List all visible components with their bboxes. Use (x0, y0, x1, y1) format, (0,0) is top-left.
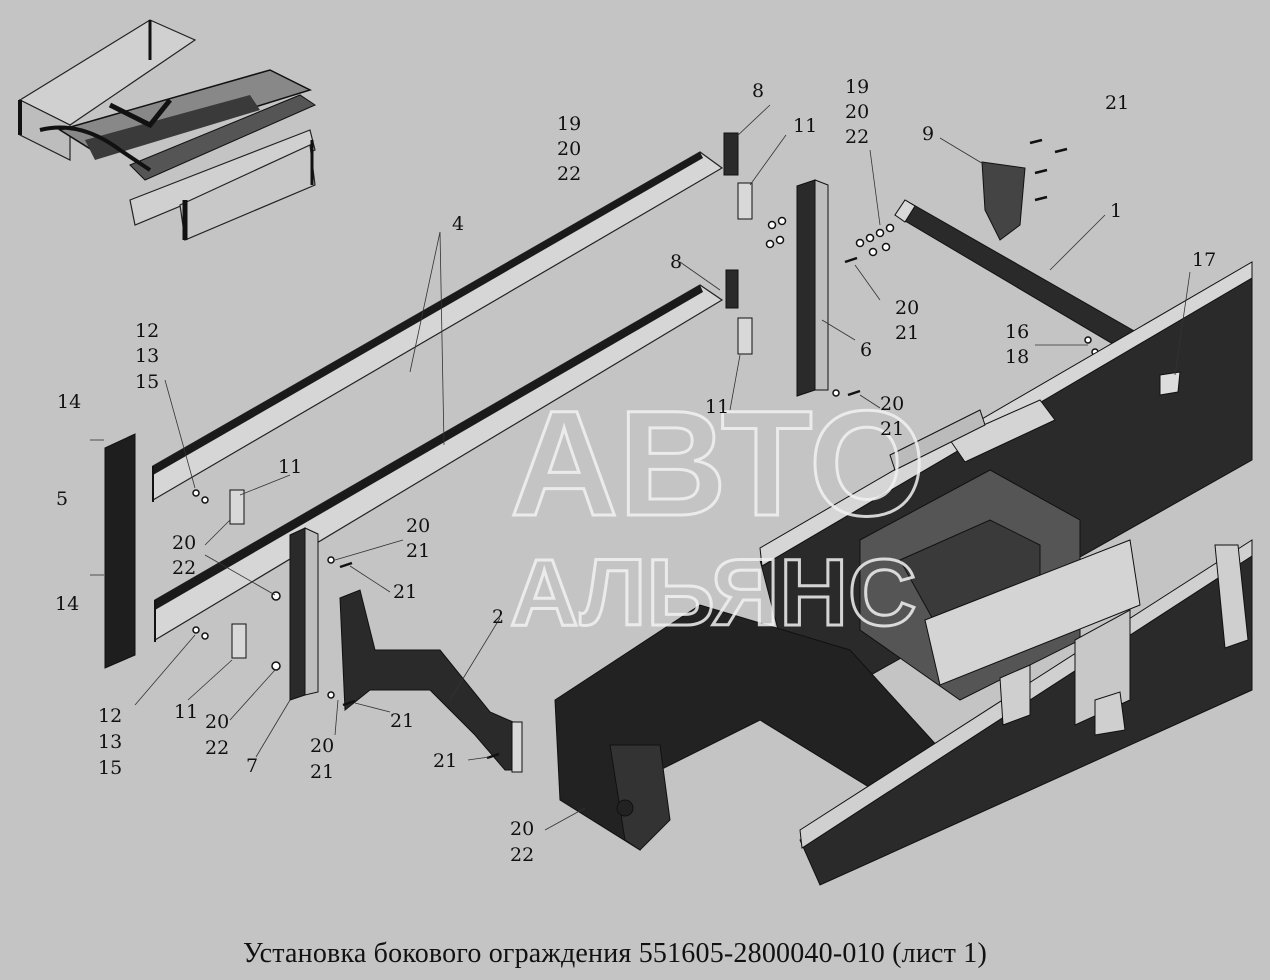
callout-16: 16 (1005, 321, 1029, 343)
callout-14-bottom: 14 (55, 593, 79, 615)
callout-20-post-bolt: 20 (895, 297, 919, 319)
leader-lines (90, 104, 1191, 831)
callout-21-arm-end: 21 (433, 750, 457, 772)
callout-6: 6 (860, 339, 872, 361)
bracket-9 (981, 161, 1026, 241)
callout-8-top: 8 (752, 80, 764, 102)
callout-18: 18 (1005, 346, 1029, 368)
callout-11-mid: 11 (705, 396, 729, 418)
callout-11-bottom: 11 (174, 701, 198, 723)
diagram-caption: Установка бокового ограждения 551605-280… (242, 938, 988, 969)
watermark-line2: АЛЬЯНС (510, 540, 917, 646)
callout-19-post: 19 (845, 76, 869, 98)
vertical-post-6 (796, 179, 829, 397)
callout-labels: 8 11 19 20 22 19 20 22 21 9 1 4 8 17 20 … (55, 76, 1216, 866)
small-brackets (229, 182, 753, 659)
callout-4: 4 (452, 213, 464, 235)
callout-13-bottom: 13 (98, 731, 122, 753)
vertical-post-7 (289, 527, 319, 701)
callout-8-lower: 8 (670, 251, 682, 273)
callout-14-top: 14 (57, 391, 81, 413)
callout-20-frame: 20 (510, 818, 534, 840)
callout-15-top: 15 (135, 371, 159, 393)
callout-13-top: 13 (135, 345, 159, 367)
callout-22-frame: 22 (510, 844, 534, 866)
callout-21-arm: 21 (406, 540, 430, 562)
callout-20-bottom-post: 20 (880, 393, 904, 415)
callout-20-post: 20 (845, 101, 869, 123)
watermark-line1: АВТО (510, 379, 926, 547)
callout-20-rail: 20 (557, 138, 581, 160)
upper-rail (152, 151, 724, 502)
callout-19-rail: 19 (557, 113, 581, 135)
callout-12-top: 12 (135, 320, 159, 342)
callout-17: 17 (1192, 249, 1216, 271)
callout-20-bottom: 20 (310, 735, 334, 757)
callout-20-arm: 20 (406, 515, 430, 537)
callout-15-bottom: 15 (98, 757, 122, 779)
callout-21-arm-bolt: 21 (393, 581, 417, 603)
watermark: АВТО АЛЬЯНС (509, 378, 928, 648)
callout-20-left: 20 (172, 532, 196, 554)
callout-7: 7 (246, 755, 258, 777)
callout-5: 5 (56, 488, 68, 510)
callout-11-top: 11 (793, 115, 817, 137)
callout-22-bottom-left: 22 (205, 737, 229, 759)
callout-9: 9 (922, 123, 934, 145)
overview-thumbnail (18, 19, 317, 241)
callout-1: 1 (1110, 200, 1122, 222)
callout-21-bottom: 21 (310, 761, 334, 783)
callout-2: 2 (492, 606, 504, 628)
end-caps (723, 132, 739, 309)
callout-20-bottom-left: 20 (205, 711, 229, 733)
callout-22-left: 22 (172, 557, 196, 579)
callout-22-rail: 22 (557, 163, 581, 185)
arm-bracket-2 (339, 589, 523, 773)
callout-21-bottom-post: 21 (880, 418, 904, 440)
chassis-frame (554, 261, 1253, 886)
callout-11-left: 11 (278, 456, 302, 478)
callout-21-post-bolt: 21 (895, 322, 919, 344)
callout-21-top: 21 (1105, 92, 1129, 114)
callout-21-arm-lower: 21 (390, 710, 414, 732)
callout-22-post: 22 (845, 126, 869, 148)
end-plate-5 (104, 433, 136, 669)
callout-12-bottom: 12 (98, 705, 122, 727)
